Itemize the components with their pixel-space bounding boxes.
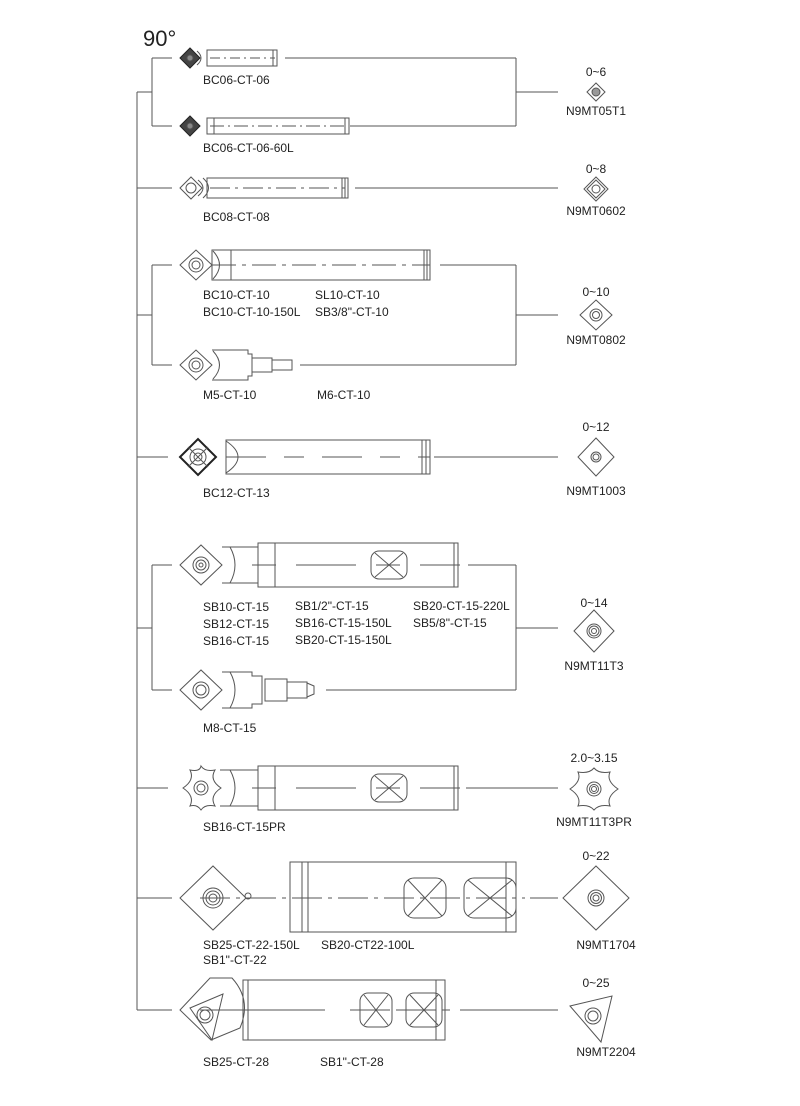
group-5-connectors	[137, 565, 558, 690]
insert-n9mt0802-icon	[580, 300, 612, 330]
holder-label: SB25-CT-22-150L	[203, 938, 300, 952]
insert-name: N9MT1704	[576, 938, 636, 952]
holder-label: SB20-CT-15-150L	[295, 633, 392, 647]
group-3-connectors	[137, 265, 558, 365]
group-1-connectors	[137, 58, 558, 126]
insert-name: N9MT0802	[566, 333, 626, 347]
holder-label: SB5/8"-CT-15	[413, 616, 487, 630]
insert-name: N9MT1003	[566, 484, 626, 498]
holder-m8-ct-15	[180, 670, 314, 710]
holder-label: M6-CT-10	[317, 388, 371, 402]
holder-bc12-ct-13	[180, 439, 430, 475]
holder-label: BC10-CT-10	[203, 288, 270, 302]
holder-sb10-ct-15	[180, 543, 460, 587]
insert-n9mt1704-icon	[563, 866, 629, 930]
holder-label: SB25-CT-28	[203, 1055, 270, 1069]
holder-label: SB16-CT-15-150L	[295, 616, 392, 630]
holder-label: BC06-CT-06	[203, 73, 270, 87]
insert-n9mt0602-icon	[584, 177, 608, 201]
holder-label: SB16-CT-15	[203, 634, 270, 648]
holder-label: SB12-CT-15	[203, 617, 270, 631]
angle-title: 90°	[143, 26, 177, 51]
insert-n9mt11t3-icon	[574, 610, 614, 652]
insert-name: N9MT2204	[576, 1045, 636, 1059]
holder-sb25-ct-28	[180, 978, 450, 1040]
holder-label: BC06-CT-06-60L	[203, 141, 294, 155]
insert-name: N9MT05T1	[565, 104, 627, 118]
insert-range: 0~25	[582, 976, 610, 990]
holder-bc06-ct-06-60l	[180, 116, 349, 136]
insert-n9mt2204-icon	[570, 996, 612, 1042]
holder-label: SB1"-CT-28	[320, 1055, 384, 1069]
holder-label: SB1"-CT-22	[203, 953, 267, 967]
holder-label: SB10-CT-15	[203, 600, 270, 614]
holder-sb16-ct-15pr	[183, 766, 460, 810]
insert-range: 0~6	[585, 65, 607, 79]
insert-range: 0~22	[582, 849, 610, 863]
insert-range: 2.0~3.15	[570, 751, 618, 765]
holder-sb25-ct-22	[180, 862, 525, 932]
holder-label: M8-CT-15	[203, 721, 257, 735]
holder-label: BC10-CT-10-150L	[203, 305, 301, 319]
holder-label: SB16-CT-15PR	[203, 820, 286, 834]
holder-bc06-ct-06	[180, 48, 277, 68]
holder-label: SB20-CT22-100L	[321, 938, 415, 952]
holder-bc08-ct-08	[180, 177, 348, 199]
holder-label: BC12-CT-13	[203, 486, 270, 500]
holder-label: M5-CT-10	[203, 388, 257, 402]
insert-range: 0~8	[585, 162, 607, 176]
insert-n9mt05t1-icon	[587, 83, 605, 101]
holder-label: SB1/2"-CT-15	[295, 599, 369, 613]
insert-name: N9MT0602	[566, 204, 626, 218]
holder-bc10-ct-10	[180, 250, 430, 280]
insert-range: 0~12	[582, 420, 610, 434]
insert-name: N9MT11T3PR	[556, 815, 632, 829]
insert-range: 0~10	[582, 285, 610, 299]
insert-range: 0~14	[580, 596, 608, 610]
insert-n9mt1003-icon	[578, 438, 614, 476]
holder-label: SB3/8"-CT-10	[315, 305, 389, 319]
holder-label: BC08-CT-08	[203, 210, 270, 224]
holder-label: SL10-CT-10	[315, 288, 380, 302]
insert-name: N9MT11T3	[564, 659, 624, 673]
insert-n9mt11t3pr-icon	[570, 768, 618, 810]
holder-label: SB20-CT-15-220L	[413, 599, 510, 613]
holder-m5-ct-10	[180, 350, 292, 380]
